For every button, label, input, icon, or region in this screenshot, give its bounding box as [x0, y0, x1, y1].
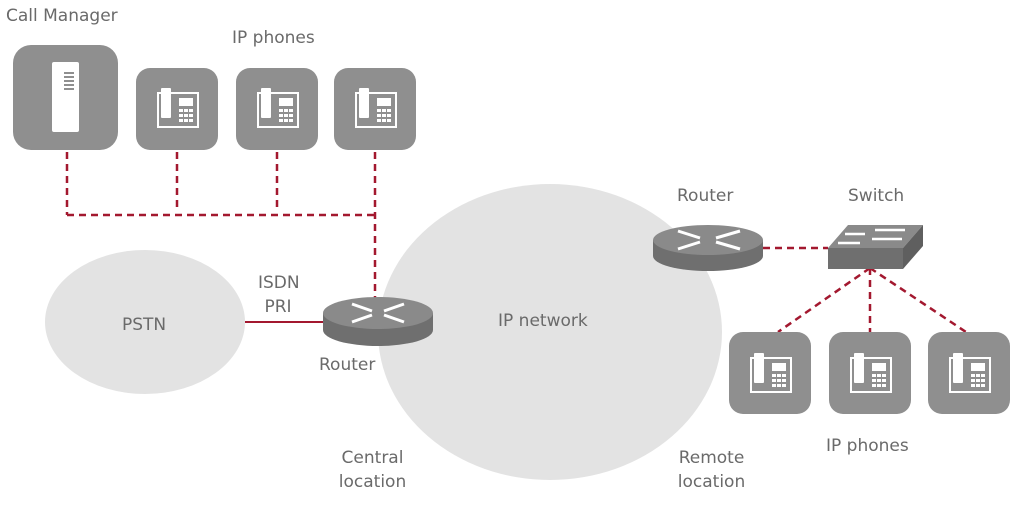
switch-icon — [828, 225, 923, 269]
ip-network-cloud — [378, 184, 722, 480]
remote-lan-links — [763, 246, 967, 334]
remote-router-label: Router — [677, 186, 734, 206]
ip-network-label: IP network — [498, 311, 588, 331]
ip-phone-icon — [829, 332, 911, 414]
pstn-label: PSTN — [122, 315, 167, 335]
remote-location-label-line1: Remote — [678, 448, 745, 468]
ip-phone-icon — [729, 332, 811, 414]
ip-phone-icon — [334, 68, 416, 150]
ip-phone-icon — [236, 68, 318, 150]
central-router-label: Router — [319, 355, 376, 375]
call-manager-label: Call Manager — [6, 6, 118, 26]
ip-phones-remote-label: IP phones — [826, 436, 909, 456]
central-lan-links — [65, 152, 378, 298]
pstn-cloud — [45, 250, 245, 394]
switch-label: Switch — [848, 186, 905, 206]
central-router-icon — [323, 297, 433, 346]
central-location-label-line2: location — [338, 472, 407, 492]
ip-phones-top-label: IP phones — [232, 28, 315, 48]
central-location-label-line1: Central — [341, 448, 404, 468]
isdn-label: ISDN — [258, 273, 300, 293]
remote-router-icon — [653, 225, 763, 271]
remote-location-label-line2: location — [677, 472, 746, 492]
call-manager-server-icon — [13, 45, 118, 150]
ip-phone-icon — [136, 68, 218, 150]
pri-label: PRI — [264, 297, 292, 317]
ip-phone-icon — [928, 332, 1010, 414]
